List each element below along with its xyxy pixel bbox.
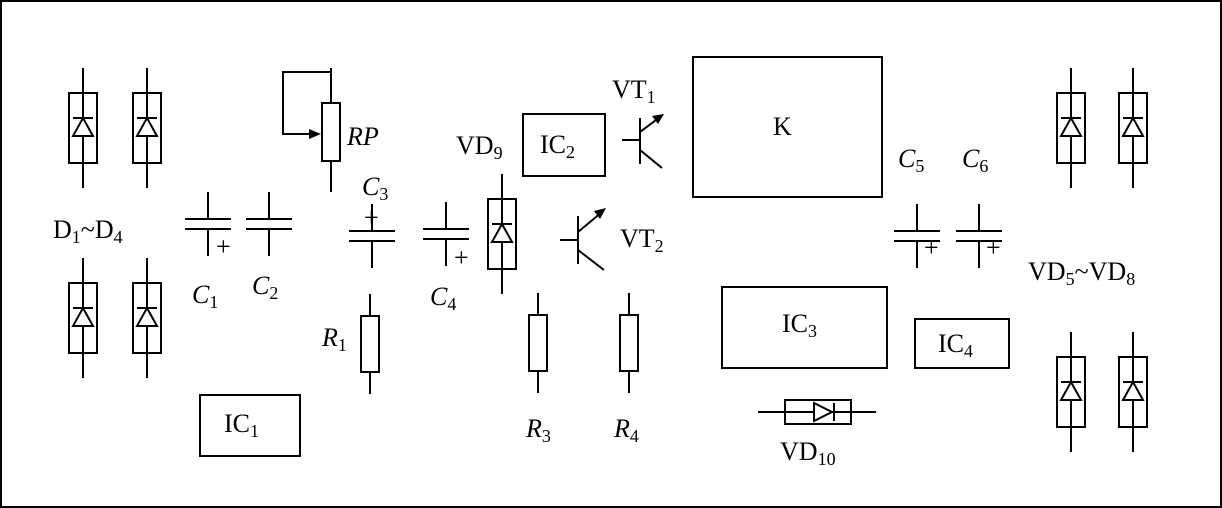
label-c6: C6 [962, 144, 988, 176]
c4-polarity: + [454, 243, 469, 272]
diode-vd7-symbol [1056, 331, 1086, 453]
label-k: K [773, 112, 792, 141]
c1-polarity: + [216, 232, 231, 261]
label-vd10: VD10 [780, 437, 836, 469]
relay-k-block [692, 56, 883, 198]
ic3-block [721, 286, 888, 369]
transistor-vt2-symbol [560, 208, 606, 271]
label-vd5-vd8: VD5~VD8 [1028, 257, 1135, 289]
label-c2: C2 [252, 271, 278, 303]
label-ic1: IC1 [224, 409, 259, 441]
ic2-block [522, 113, 606, 177]
resistor-r4-symbol [619, 292, 639, 394]
label-r1: R1 [321, 323, 347, 355]
diode-d1-symbol [68, 67, 98, 189]
transistor-vt1-symbol [622, 114, 664, 169]
ic4-block [914, 318, 1010, 369]
diode-vd9-symbol [487, 173, 517, 295]
capacitor-c2-symbol [245, 191, 293, 257]
label-vd9: VD9 [456, 131, 503, 163]
potentiometer-rp-symbol [282, 68, 341, 192]
label-ic3: IC3 [782, 309, 817, 341]
label-vt2: VT2 [620, 224, 664, 256]
diode-d2-symbol [132, 67, 162, 189]
ic1-block [199, 394, 301, 457]
diode-vd10-symbol [758, 399, 876, 425]
label-r3: R3 [525, 414, 551, 446]
c6-polarity: + [986, 233, 1001, 262]
resistor-r3-symbol [528, 292, 548, 394]
label-c5: C5 [898, 144, 924, 176]
diode-d3-symbol [68, 257, 98, 379]
resistor-r1-symbol [360, 293, 380, 395]
label-ic2: IC2 [540, 130, 575, 162]
label-r4: R4 [613, 414, 639, 446]
c3-polarity: + [364, 203, 379, 232]
label-vt1: VT1 [612, 75, 656, 107]
label-c3: C3 [362, 172, 388, 204]
label-rp: RP [346, 122, 379, 151]
c5-polarity: + [924, 233, 939, 262]
label-d1-d4: D1~D4 [53, 215, 123, 247]
diode-vd8-symbol [1118, 331, 1148, 453]
label-c1: C1 [192, 280, 218, 312]
label-c4: C4 [430, 282, 456, 314]
diode-vd6-symbol [1118, 67, 1148, 189]
diode-vd5-symbol [1056, 67, 1086, 189]
label-ic4: IC4 [938, 329, 973, 361]
diode-d4-symbol [132, 257, 162, 379]
